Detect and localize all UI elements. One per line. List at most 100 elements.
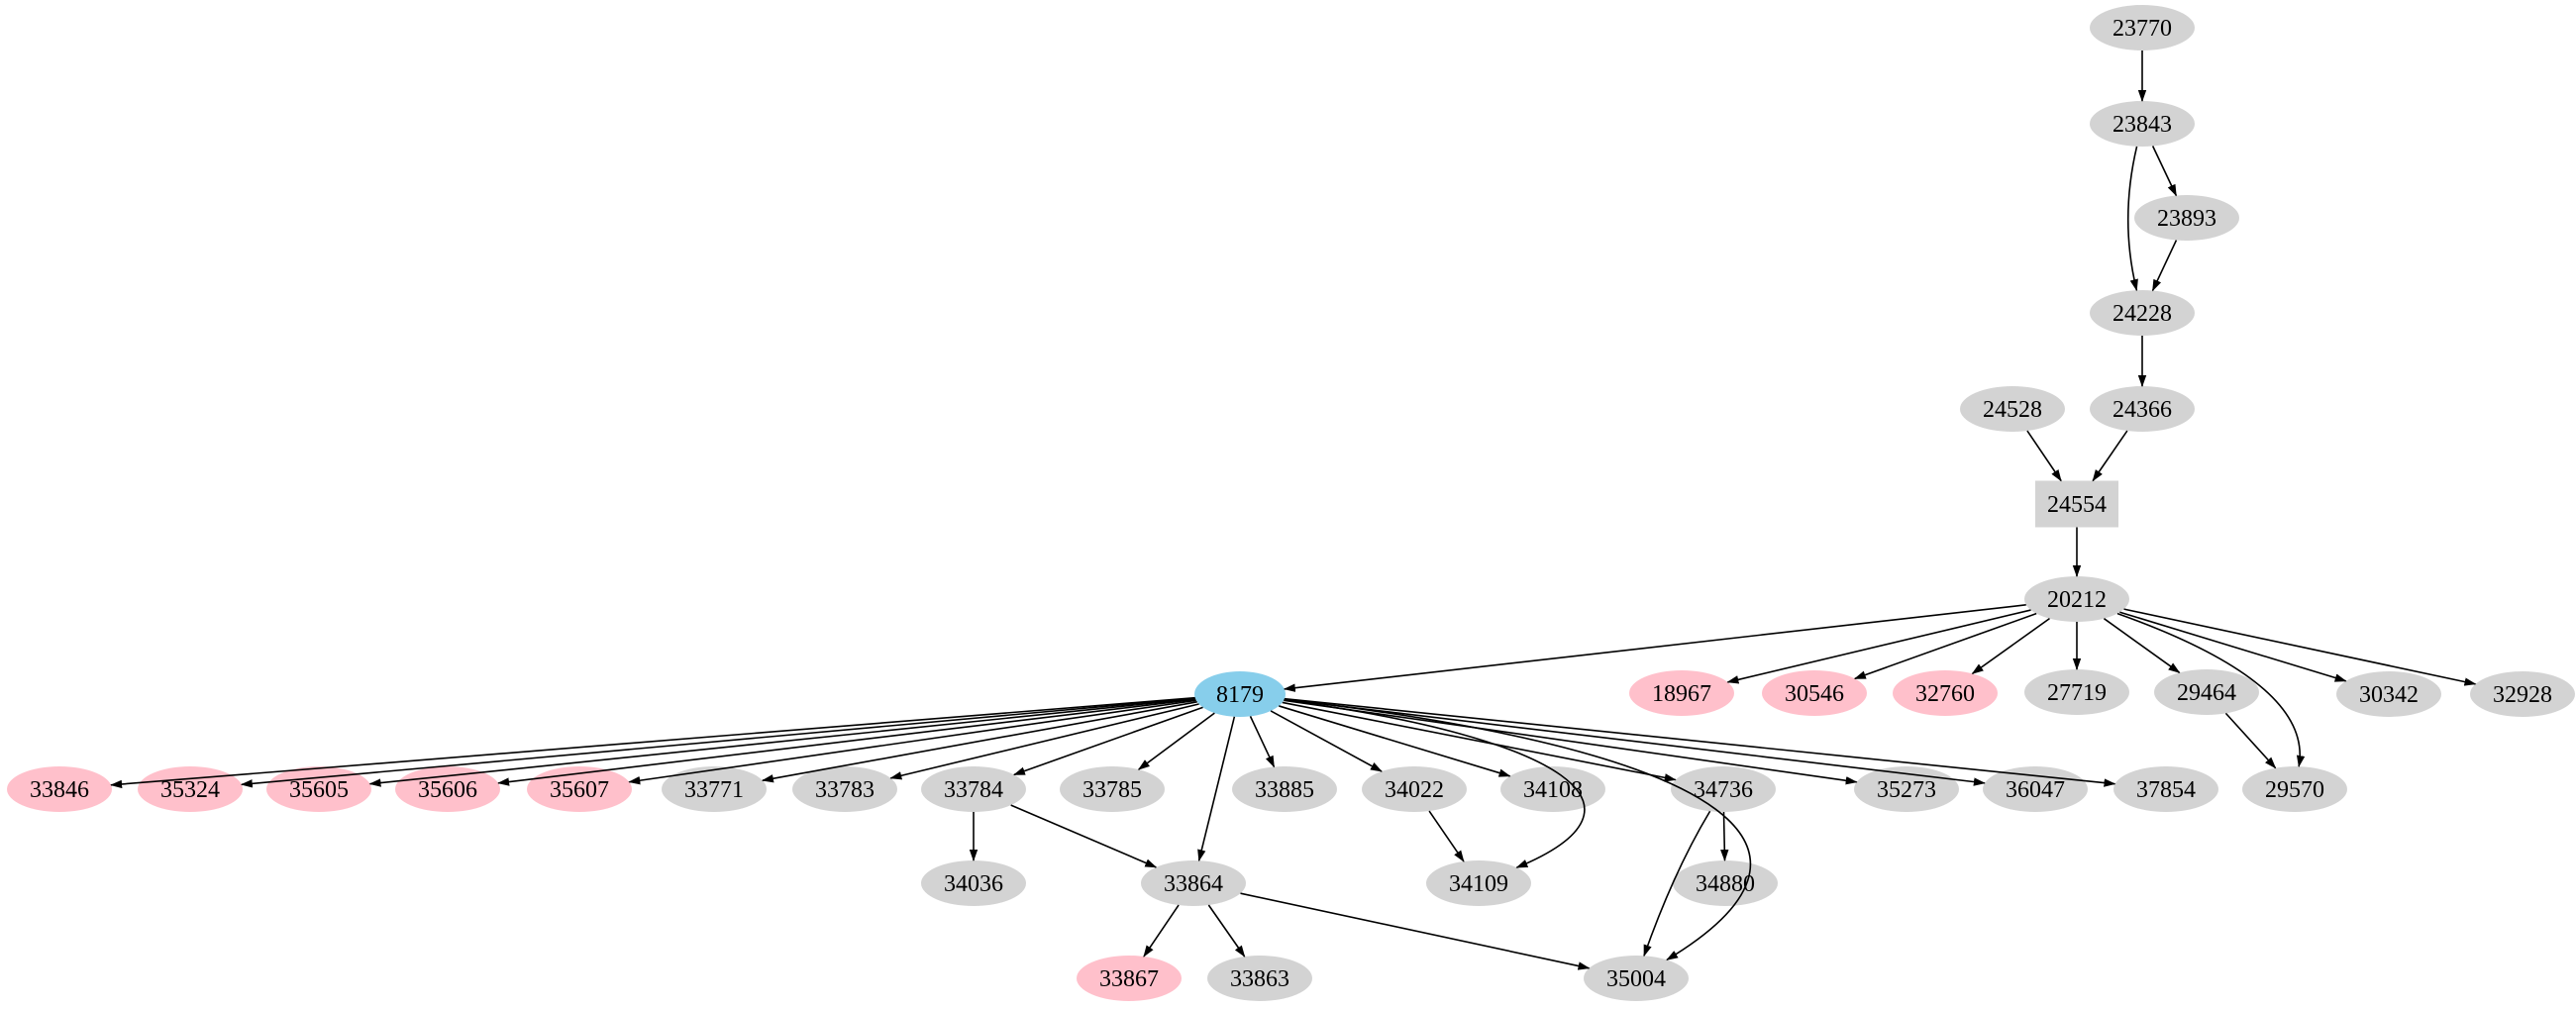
graph-edge-23843-23893 [2151,146,2178,197]
node-label: 34109 [1449,871,1508,897]
node-label: 35004 [1606,966,1666,992]
graph-node-29464: 29464 [2154,669,2259,715]
node-ellipse-shape [1500,766,1605,812]
graph-node-35606: 35606 [395,766,500,812]
node-ellipse-shape [2134,195,2239,241]
node-label: 29464 [2177,680,2236,706]
graph-node-35273: 35273 [1854,766,1959,812]
graph-edge-8179-33771 [761,701,1197,783]
node-ellipse-shape [1673,860,1778,906]
graph-node-24366: 24366 [2090,386,2195,432]
node-ellipse-shape [527,766,632,812]
graph-node-18967: 18967 [1629,670,1734,716]
node-label: 35605 [289,777,349,803]
node-ellipse-shape [1232,766,1337,812]
graph-node-34036: 34036 [921,860,1026,906]
node-label: 35606 [418,777,477,803]
node-label: 35607 [550,777,609,803]
graph-edge-33864-35004 [1240,892,1591,970]
graph-edge-34736-35004 [1643,810,1711,958]
node-label: 33885 [1255,777,1314,803]
graph-edge-24366-24554 [2092,430,2128,482]
node-ellipse-shape [7,766,112,812]
node-ellipse-shape [2024,669,2129,715]
node-label: 34108 [1523,777,1583,803]
graph-edge-8179-35607 [628,699,1196,785]
graph-edge-20212-30342 [2119,611,2347,682]
graph-node-33864: 33864 [1141,860,1246,906]
graph-node-34736: 34736 [1671,766,1776,812]
node-label: 30342 [2359,682,2419,708]
graph-edge-29464-29570 [2224,712,2277,769]
graph-edge-8179-33785 [1137,712,1215,770]
graph-node-36047: 36047 [1983,766,2088,812]
node-ellipse-shape [1629,670,1734,716]
graph-edge-8179-36047 [1284,698,1986,786]
node-ellipse-shape [2024,576,2129,622]
graph-node-23770: 23770 [2090,5,2195,50]
graph-node-24554: 24554 [2035,480,2118,528]
graph-node-34109: 34109 [1426,860,1531,906]
node-ellipse-shape [1141,860,1246,906]
graph-edge-8179-33784 [1012,706,1203,776]
node-label: 20212 [2047,587,2107,613]
node-label: 24366 [2112,397,2172,423]
node-ellipse-shape [921,766,1026,812]
node-label: 37854 [2136,777,2196,803]
node-label: 35324 [160,777,220,803]
node-label: 33785 [1082,777,1142,803]
graph-node-33783: 33783 [792,766,897,812]
node-ellipse-shape [1893,670,1998,716]
node-ellipse-shape [1077,956,1182,1001]
graph-node-34880: 34880 [1673,860,1778,906]
node-label: 23770 [2112,16,2172,42]
node-ellipse-shape [1960,386,2065,432]
node-label: 36047 [2006,777,2065,803]
graph-edge-8179-34108 [1279,705,1511,777]
node-ellipse-shape [395,766,500,812]
node-ellipse-shape [792,766,897,812]
node-label: 24554 [2047,492,2107,518]
graph-edge-8179-34736 [1282,701,1677,782]
graph-node-8179: 8179 [1194,671,1286,717]
node-label: 33771 [684,777,744,803]
graph-edge-20212-32760 [1971,618,2050,674]
graph-edge-33784-33864 [1010,804,1158,868]
node-label: 33784 [944,777,1003,803]
graph-edge-8179-35605 [368,697,1196,787]
graph-node-33885: 33885 [1232,766,1337,812]
graph-edge-33864-33863 [1207,904,1246,958]
graph-node-33784: 33784 [921,766,1026,812]
graph-edge-8179-35606 [497,698,1196,786]
graph-edge-23843-24228 [2126,146,2138,292]
graph-edge-8179-33885 [1249,716,1276,768]
graph-edges [110,50,2477,970]
node-ellipse-shape [1426,860,1531,906]
node-label: 33864 [1164,871,1223,897]
graph-node-30342: 30342 [2336,671,2441,717]
node-label: 32928 [2493,682,2552,708]
node-label: 35273 [1877,777,1936,803]
node-label: 34880 [1696,871,1755,897]
node-label: 33867 [1099,966,1159,992]
graph-node-33846: 33846 [7,766,112,812]
graph-node-32760: 32760 [1893,670,1998,716]
graph-node-24228: 24228 [2090,290,2195,336]
graph-edge-34022-34109 [1428,810,1465,862]
graph-node-37854: 37854 [2113,766,2218,812]
graph-node-35607: 35607 [527,766,632,812]
node-ellipse-shape [1362,766,1467,812]
node-label: 33846 [30,777,89,803]
node-ellipse-shape [2113,766,2218,812]
node-label: 23843 [2112,112,2172,138]
graph-node-23843: 23843 [2090,101,2195,147]
node-ellipse-shape [1584,956,1689,1001]
node-label: 24528 [1983,397,2042,423]
graph-edge-8179-34022 [1270,710,1383,772]
node-ellipse-shape [138,766,243,812]
node-label: 33863 [1230,966,1289,992]
graph-edge-8179-33846 [110,696,1195,789]
graph-node-33863: 33863 [1207,956,1312,1001]
